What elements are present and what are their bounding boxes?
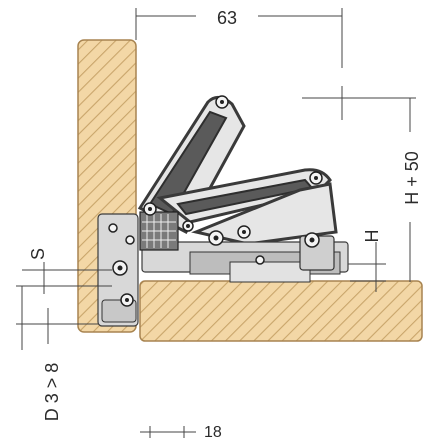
hinge-arm-upper <box>137 96 338 246</box>
hinge-boss <box>141 235 349 283</box>
dimension-h: H <box>348 230 386 292</box>
dimension-s-label: S <box>28 248 48 260</box>
pivot-pins <box>112 95 323 276</box>
dimension-h-plus-50-label: H + 50 <box>402 151 422 205</box>
dimension-63-label: 63 <box>217 8 237 28</box>
dimension-h-plus-50: H + 50 <box>302 86 422 282</box>
dimension-18-label: 18 <box>204 424 222 438</box>
dimension-s: S <box>22 248 112 294</box>
door-panel <box>139 280 423 342</box>
spring-block <box>139 211 179 251</box>
dimension-d3: D 3 > 8 <box>16 285 98 422</box>
dimension-d3-label: D 3 > 8 <box>42 363 62 422</box>
dimension-63: 63 <box>135 8 343 68</box>
dimension-18: 18 <box>140 424 222 438</box>
dimension-h-label: H <box>362 230 382 243</box>
